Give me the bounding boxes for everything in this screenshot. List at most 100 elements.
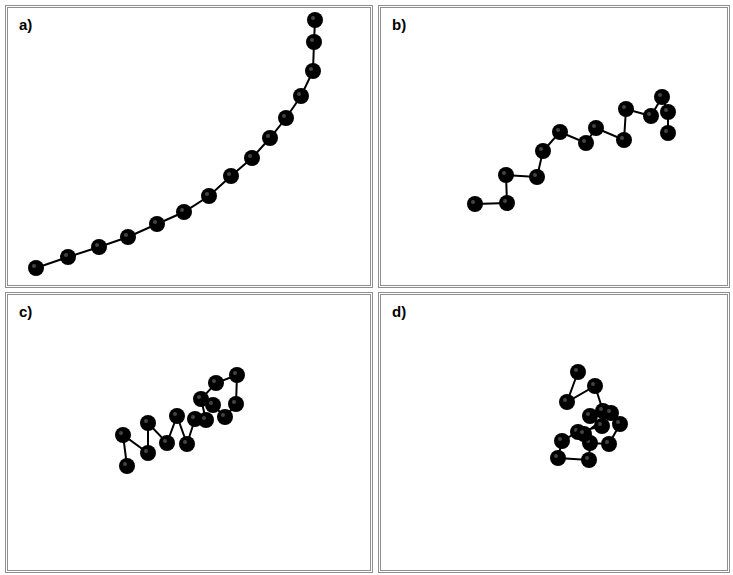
chain-bead (603, 405, 619, 421)
chain-bead (140, 415, 156, 431)
bead-highlight (664, 108, 668, 112)
chain-bead (179, 436, 195, 452)
figure-panel: c) (5, 292, 373, 573)
bead-highlight (297, 92, 301, 96)
bead-highlight (248, 154, 252, 158)
bead-highlight (180, 208, 184, 212)
chain-bead (578, 135, 594, 151)
bead-chain (115, 367, 245, 474)
chain-bead (616, 132, 632, 148)
bead-highlight (503, 199, 507, 203)
bead-highlight (202, 416, 206, 420)
bead-highlight (574, 368, 578, 372)
chain-bead (262, 130, 278, 146)
figure-panel: a) (5, 5, 373, 288)
panel-label: b) (392, 17, 406, 34)
bead-highlight (539, 147, 543, 151)
chain-bead (618, 101, 634, 117)
bead-highlight (616, 420, 620, 424)
chain-bead (654, 89, 670, 105)
chain-bead (244, 150, 260, 166)
chain-bead (660, 125, 676, 141)
chain-bead (559, 394, 575, 410)
bead-highlight (221, 413, 225, 417)
bead-highlight (598, 422, 602, 426)
chain-bead (149, 216, 165, 232)
bead-highlight (586, 412, 590, 416)
chain-bead (223, 168, 239, 184)
bead-highlight (585, 456, 589, 460)
chain-bead (643, 108, 659, 124)
chain-bead (229, 367, 245, 383)
bead-highlight (153, 220, 157, 224)
panel-label: a) (19, 17, 32, 34)
chain-bead (601, 436, 617, 452)
bead-highlight (232, 400, 236, 404)
bead-highlight (233, 371, 237, 375)
chain-bead (115, 427, 131, 443)
bead-highlight (664, 129, 668, 133)
chain-bead (467, 196, 483, 212)
figure-panel: d) (378, 292, 730, 573)
bead-highlight (144, 419, 148, 423)
chain-bead (305, 63, 321, 79)
bead-highlight (563, 398, 567, 402)
bead-highlight (582, 139, 586, 143)
bead-highlight (647, 112, 651, 116)
bead-highlight (227, 172, 231, 176)
bead-highlight (183, 440, 187, 444)
chain-bead (581, 452, 597, 468)
bead-highlight (554, 454, 558, 458)
chain-bead (140, 445, 156, 461)
bead-highlight (658, 93, 662, 97)
chain-bead (576, 426, 592, 442)
bead-chain (28, 12, 323, 276)
chain-bond (36, 20, 315, 268)
bead-highlight (282, 114, 286, 118)
chain-bead (307, 12, 323, 28)
chain-bead (201, 188, 217, 204)
chain-bond (123, 375, 237, 466)
chain-bead (570, 364, 586, 380)
bead-highlight (64, 253, 68, 257)
chain-bead (293, 88, 309, 104)
chain-bead (588, 120, 604, 136)
bead-highlight (310, 38, 314, 42)
bead-highlight (163, 439, 167, 443)
bead-highlight (599, 407, 603, 411)
chain-bead (205, 397, 221, 413)
bead-highlight (591, 382, 595, 386)
chain-bead (28, 260, 44, 276)
bead-chain (550, 364, 628, 468)
bead-highlight (309, 67, 313, 71)
bead-highlight (95, 243, 99, 247)
chain-bead (120, 229, 136, 245)
bead-highlight (173, 412, 177, 416)
chain-bead (60, 249, 76, 265)
chain-bead (217, 409, 233, 425)
bead-highlight (191, 415, 195, 419)
chain-bond (475, 97, 668, 204)
bead-highlight (124, 233, 128, 237)
chain-bead (306, 34, 322, 50)
chain-bead (176, 204, 192, 220)
bead-highlight (471, 200, 475, 204)
bead-highlight (622, 105, 626, 109)
bead-highlight (205, 192, 209, 196)
chain-bead (169, 408, 185, 424)
chain-bead (91, 239, 107, 255)
bead-highlight (533, 173, 537, 177)
bead-highlight (605, 440, 609, 444)
panel-label: c) (19, 304, 32, 321)
chain-bead (552, 124, 568, 140)
chain-bead (660, 104, 676, 120)
figure-panel: b) (378, 5, 730, 288)
bead-highlight (32, 264, 36, 268)
bead-highlight (620, 136, 624, 140)
bead-highlight (502, 171, 506, 175)
bead-highlight (556, 128, 560, 132)
chain-bead (228, 396, 244, 412)
bead-highlight (197, 395, 201, 399)
bead-highlight (311, 16, 315, 20)
chain-bead (535, 143, 551, 159)
